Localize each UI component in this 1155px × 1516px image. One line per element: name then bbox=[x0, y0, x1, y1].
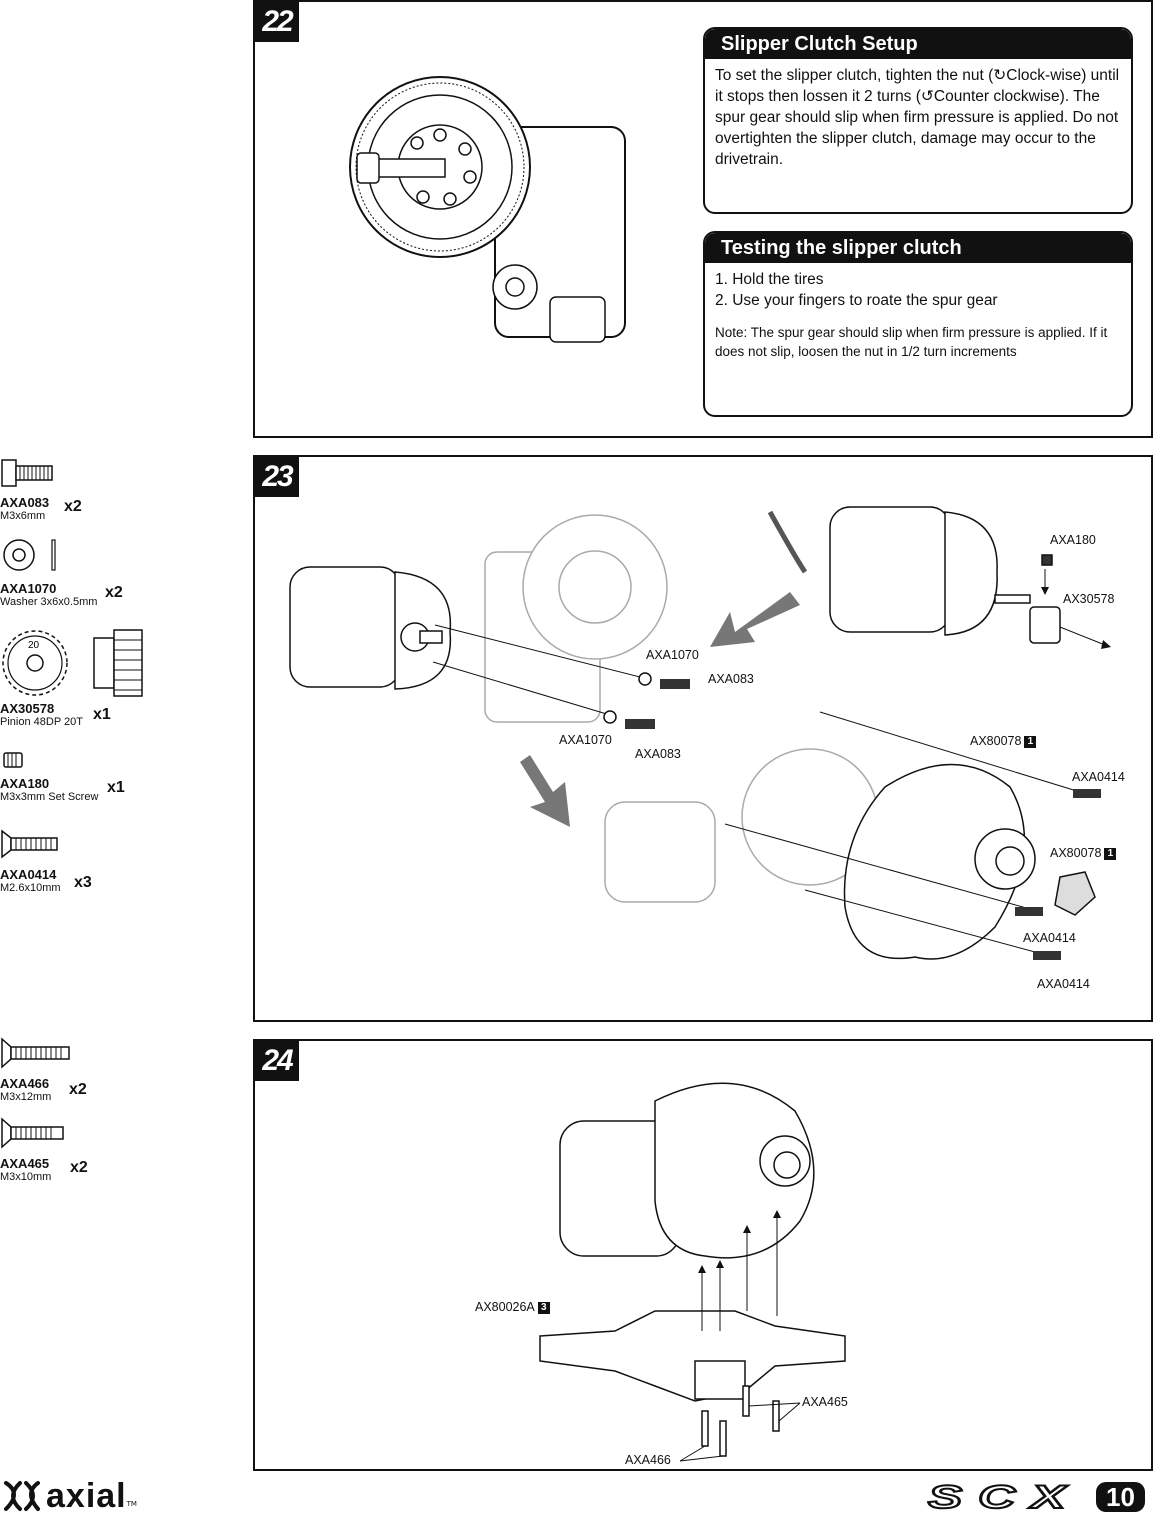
label-axa1070: AXA1070 bbox=[559, 733, 612, 747]
test-note: Note: The spur gear should slip when fir… bbox=[715, 325, 1108, 359]
part-desc: M3x12mm bbox=[0, 1091, 52, 1103]
part-qty: x2 bbox=[69, 1081, 87, 1098]
axa466-screw-icon bbox=[1, 1037, 70, 1069]
testing-slipper-clutch-title: Testing the slipper clutch bbox=[705, 233, 1131, 263]
part-qty: x3 bbox=[74, 874, 92, 891]
axial-logo: axial TM bbox=[2, 1476, 137, 1515]
axial-mark-icon bbox=[4, 1481, 40, 1511]
pinion-gear-icon: 20 bbox=[2, 629, 143, 697]
part-desc: M3x10mm bbox=[0, 1171, 52, 1183]
part-id: AXA465 bbox=[0, 1156, 50, 1171]
skid-plate-mount-illustration bbox=[539, 1082, 846, 1462]
part-qty: x2 bbox=[64, 498, 82, 515]
label-axa1070: AXA1070 bbox=[646, 648, 699, 662]
part-id: AXA083 bbox=[0, 495, 50, 510]
part-number: AX80078 bbox=[970, 734, 1022, 748]
part-ref-badge: 1 bbox=[1024, 736, 1037, 748]
test-step: 2. Use your fingers to roate the spur ge… bbox=[715, 292, 998, 309]
part-id: AXA180 bbox=[0, 776, 50, 791]
slipper-clutch-setup-text: To set the slipper clutch, tighten the n… bbox=[715, 67, 1120, 168]
label-axa0414: AXA0414 bbox=[1072, 770, 1125, 784]
part-axa0414: AXA0414 M2.6x10mm x3 bbox=[0, 867, 240, 894]
step-22-panel: 22 Slipper Clutch Setup To set the slipp… bbox=[253, 0, 1153, 438]
part-id: AXA0414 bbox=[0, 867, 57, 882]
part-number: AX80078 bbox=[1050, 846, 1102, 860]
model-number: 10 bbox=[1096, 1482, 1145, 1512]
slipper-clutch-setup-box: Slipper Clutch Setup To set the slipper … bbox=[703, 27, 1133, 214]
part-axa1070: AXA1070 Washer 3x6x0.5mm x2 bbox=[0, 581, 240, 608]
set-screw-icon bbox=[3, 752, 23, 768]
part-id: AX30578 bbox=[0, 701, 55, 716]
pinion-tooth-count: 20 bbox=[28, 640, 40, 651]
part-qty: x2 bbox=[105, 584, 123, 601]
part-number: AX80026A bbox=[475, 1300, 535, 1314]
part-qty: x1 bbox=[107, 779, 125, 796]
part-axa465: AXA465 M3x10mm x2 bbox=[0, 1156, 240, 1183]
label-axa0414: AXA0414 bbox=[1037, 977, 1090, 991]
transmission-illustration bbox=[349, 76, 626, 343]
label-axa180: AXA180 bbox=[1050, 533, 1096, 547]
step-number: 24 bbox=[255, 1041, 299, 1081]
test-step: 1. Hold the tires bbox=[715, 271, 824, 288]
label-axa0414: AXA0414 bbox=[1023, 931, 1076, 945]
part-id: AXA466 bbox=[0, 1076, 50, 1091]
step-number: 23 bbox=[255, 457, 299, 497]
label-axa465: AXA465 bbox=[802, 1395, 848, 1409]
part-desc: Washer 3x6x0.5mm bbox=[0, 596, 98, 608]
label-axa083: AXA083 bbox=[635, 747, 681, 761]
motor-mount-illustration bbox=[289, 506, 1111, 960]
model-prefix: SCX bbox=[926, 1478, 1082, 1516]
step-number: 22 bbox=[255, 2, 299, 42]
testing-slipper-clutch-body: 1. Hold the tires 2. Use your fingers to… bbox=[705, 263, 1131, 367]
brand-name: axial bbox=[46, 1476, 127, 1515]
part-desc: M3x6mm bbox=[0, 510, 46, 522]
part-desc: M2.6x10mm bbox=[0, 882, 61, 894]
part-ref-badge: 3 bbox=[537, 1302, 550, 1314]
washer-icon bbox=[3, 539, 56, 571]
part-desc: Pinion 48DP 20T bbox=[0, 716, 83, 728]
axa083-screw-icon bbox=[1, 459, 53, 487]
slipper-clutch-setup-title: Slipper Clutch Setup bbox=[705, 29, 1131, 59]
part-qty: x2 bbox=[70, 1159, 88, 1176]
part-axa466: AXA466 M3x12mm x2 bbox=[0, 1076, 240, 1103]
label-ax30578: AX30578 bbox=[1063, 592, 1115, 606]
part-axa180: AXA180 M3x3mm Set Screw x1 bbox=[0, 776, 240, 803]
testing-slipper-clutch-box: Testing the slipper clutch 1. Hold the t… bbox=[703, 231, 1133, 417]
part-axa083: AXA083 M3x6mm x2 bbox=[0, 495, 240, 522]
axa465-screw-icon bbox=[1, 1117, 64, 1149]
part-ref-badge: 1 bbox=[1104, 848, 1117, 860]
scx10-logo: SCX 10 bbox=[926, 1478, 1145, 1516]
part-desc: M3x3mm Set Screw bbox=[0, 791, 99, 803]
part-ax30578: AX30578 Pinion 48DP 20T x1 bbox=[0, 701, 240, 728]
label-axa466: AXA466 bbox=[625, 1453, 671, 1467]
trademark: TM bbox=[126, 1500, 137, 1508]
part-qty: x1 bbox=[93, 706, 111, 723]
axa0414-screw-icon bbox=[1, 829, 58, 859]
label-axa083: AXA083 bbox=[708, 672, 754, 686]
step-23-panel: 23 bbox=[253, 455, 1153, 1022]
part-id: AXA1070 bbox=[0, 581, 57, 596]
